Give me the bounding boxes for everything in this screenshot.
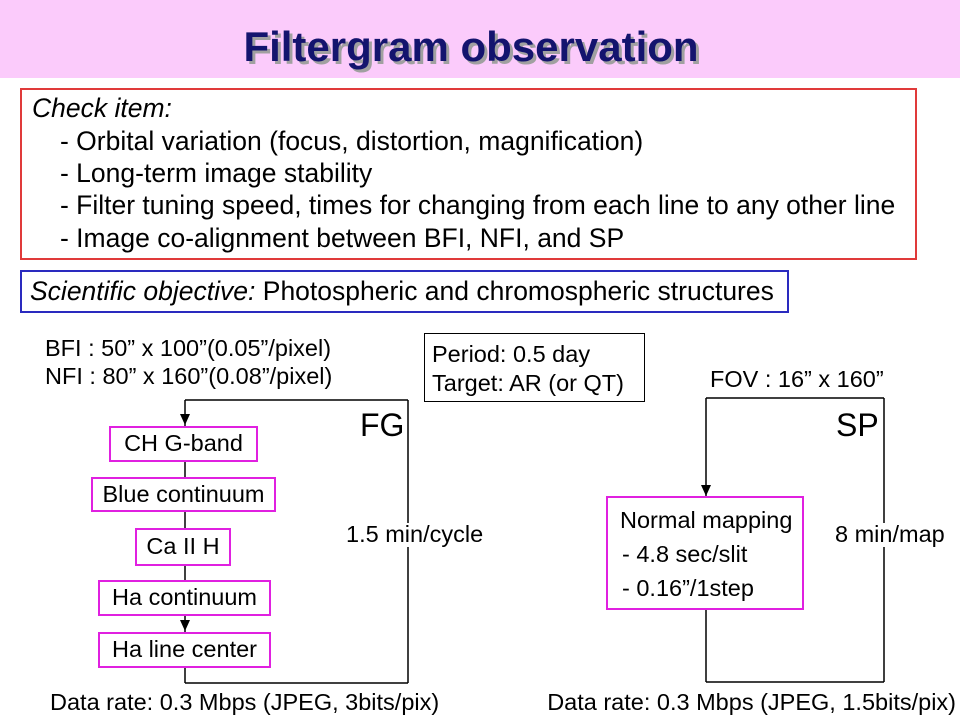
fg-step-box: CH G-band (109, 426, 258, 462)
sp-mode-detail: - 4.8 sec/slit (622, 541, 748, 567)
check-item: - Filter tuning speed, times for changin… (60, 190, 896, 220)
fg-step-box: Ca II H (135, 528, 231, 566)
fg-cycle-time: 1.5 min/cycle (346, 521, 484, 547)
target-label: Target: AR (or QT) (432, 370, 624, 396)
objective-line: Scientific objective:Photospheric and ch… (30, 278, 774, 305)
check-item: - Orbital variation (focus, distortion, … (60, 126, 644, 156)
slide-title: Filtergram observation (243, 23, 699, 70)
period-label: Period: 0.5 day (432, 341, 591, 367)
nfi-fov-label: NFI : 80” x 160”(0.08”/pixel) (45, 363, 333, 389)
fg-data-rate: Data rate: 0.3 Mbps (JPEG, 3bits/pix) (50, 689, 440, 715)
title-banner (0, 0, 960, 78)
bfi-fov-label: BFI : 50” x 100”(0.05”/pixel) (45, 335, 332, 361)
fg-step-box: Blue continuum (91, 477, 276, 512)
schedule-box: Period: 0.5 day Target: AR (or QT) (424, 333, 645, 402)
sp-loop-label: SP (836, 407, 879, 443)
fg-step-box: Ha continuum (98, 580, 271, 616)
sp-mode-detail: - 0.16”/1step (622, 575, 754, 601)
sp-fov-label: FOV : 16” x 160” (710, 366, 884, 392)
objective-box: Scientific objective:Photospheric and ch… (20, 270, 789, 313)
sp-data-rate: Data rate: 0.3 Mbps (JPEG, 1.5bits/pix) (547, 689, 956, 715)
check-item: - Long-term image stability (60, 158, 373, 188)
sp-mode-box: Normal mapping - 4.8 sec/slit - 0.16”/1s… (606, 496, 804, 610)
objective-text: Photospheric and chromospheric structure… (262, 276, 774, 306)
check-item-box: Check item: - Orbital variation (focus, … (20, 88, 917, 260)
fg-step-box: Ha line center (98, 632, 271, 668)
sp-mode-name: Normal mapping (620, 507, 793, 533)
sp-cycle-time: 8 min/map (835, 521, 945, 547)
flow-arrow-icon (701, 485, 711, 496)
fg-loop-label: FG (360, 407, 405, 443)
check-item-heading: Check item: (32, 93, 172, 123)
objective-label: Scientific objective: (30, 276, 256, 306)
check-item: - Image co-alignment between BFI, NFI, a… (60, 223, 625, 253)
flow-arrow-icon (180, 414, 190, 425)
flow-arrow-icon (180, 620, 190, 631)
